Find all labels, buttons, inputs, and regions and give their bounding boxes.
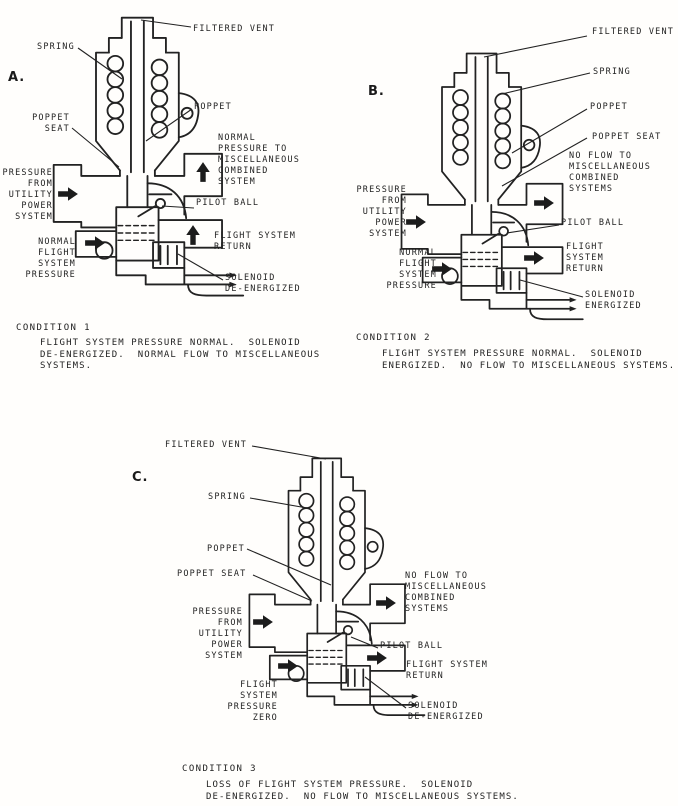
condition-2-text: FLIGHT SYSTEM PRESSURE NORMAL. SOLENOID …: [382, 349, 676, 371]
label-spring-b: SPRING: [593, 67, 631, 77]
condition-1-title: CONDITION 1: [16, 323, 92, 333]
label-poppet-c: POPPET: [207, 544, 245, 554]
leader-lines-c: [246, 445, 407, 709]
label-filtered-vent-b: FILTERED VENT: [592, 27, 675, 37]
return-flow-arrow-icon: [367, 651, 387, 665]
leader-lines-b: [483, 35, 591, 298]
flight-pressure-arrow-icon: [85, 236, 105, 250]
label-outlet-flow-b: NO FLOW TO MISCELLANEOUS COMBINED SYSTEM…: [569, 151, 652, 194]
label-filtered-vent-c: FILTERED VENT: [165, 440, 248, 450]
label-outlet-flow-a: NORMAL PRESSURE TO MISCELLANEOUS COMBINE…: [218, 133, 301, 187]
leader-lines-a: [71, 19, 224, 281]
valve-body-c: [248, 457, 426, 716]
label-flight-return-b: FLIGHT SYSTEM RETURN: [566, 242, 604, 274]
label-solenoid-state-a: SOLENOID DE-ENERGIZED: [225, 273, 301, 294]
condition-1-text: FLIGHT SYSTEM PRESSURE NORMAL. SOLENOID …: [40, 338, 321, 371]
label-pilot-ball-c: PILOT BALL: [380, 641, 444, 651]
flow-arrows-c: [253, 596, 396, 673]
label-outlet-flow-c: NO FLOW TO MISCELLANEOUS COMBINED SYSTEM…: [405, 571, 488, 614]
label-poppet-seat-b: POPPET SEAT: [592, 132, 662, 142]
outlet-flow-arrow-icon: [196, 162, 210, 182]
outlet-flow-arrow-icon: [534, 196, 554, 210]
label-flight-pressure-a: NORMAL FLIGHT SYSTEM PRESSURE: [25, 237, 76, 280]
inlet-flow-arrow-icon: [253, 615, 273, 629]
label-flight-pressure-c: FLIGHT SYSTEM PRESSURE ZERO: [227, 680, 278, 723]
label-poppet-a: POPPET: [194, 102, 232, 112]
condition-3-text: LOSS OF FLIGHT SYSTEM PRESSURE. SOLENOID…: [206, 780, 519, 802]
label-poppet-seat-c: POPPET SEAT: [177, 569, 247, 579]
label-flight-return-a: FLIGHT SYSTEM RETURN: [214, 231, 297, 252]
diagram-letter-a: A.: [8, 70, 26, 85]
label-solenoid-state-b: SOLENOID ENERGIZED: [585, 290, 642, 311]
flight-pressure-arrow-icon: [278, 659, 298, 673]
label-pilot-ball-a: PILOT BALL: [196, 198, 260, 208]
diagram-letter-c: C.: [132, 470, 149, 485]
inlet-flow-arrow-icon: [406, 215, 426, 229]
label-spring-a: SPRING: [37, 42, 75, 52]
label-flight-return-c: FLIGHT SYSTEM RETURN: [406, 660, 489, 681]
label-solenoid-state-c: SOLENOID DE-ENERGIZED: [408, 701, 484, 722]
condition-3-title: CONDITION 3: [182, 764, 258, 774]
label-inlet-pressure-c: PRESSURE FROM UTILITY POWER SYSTEM: [192, 607, 243, 661]
label-poppet-b: POPPET: [590, 102, 628, 112]
label-spring-c: SPRING: [208, 492, 246, 502]
label-flight-pressure-b: NORMAL FLIGHT SYSTEM PRESSURE: [386, 248, 437, 291]
label-inlet-pressure-b: PRESSURE FROM UTILITY POWER SYSTEM: [356, 185, 407, 239]
outlet-flow-arrow-icon: [376, 596, 396, 610]
label-inlet-pressure-a: PRESSURE FROM UTILITY POWER SYSTEM: [2, 168, 53, 222]
label-poppet-seat-a: POPPET SEAT: [32, 113, 70, 134]
return-flow-arrow-icon: [524, 251, 544, 265]
condition-2-title: CONDITION 2: [356, 333, 432, 343]
label-filtered-vent-a: FILTERED VENT: [193, 24, 276, 34]
return-flow-arrow-icon: [186, 225, 200, 245]
label-pilot-ball-b: PILOT BALL: [561, 218, 625, 228]
inlet-flow-arrow-icon: [58, 187, 78, 201]
valve-body-a: [52, 16, 245, 297]
diagram-letter-b: B.: [368, 84, 385, 99]
